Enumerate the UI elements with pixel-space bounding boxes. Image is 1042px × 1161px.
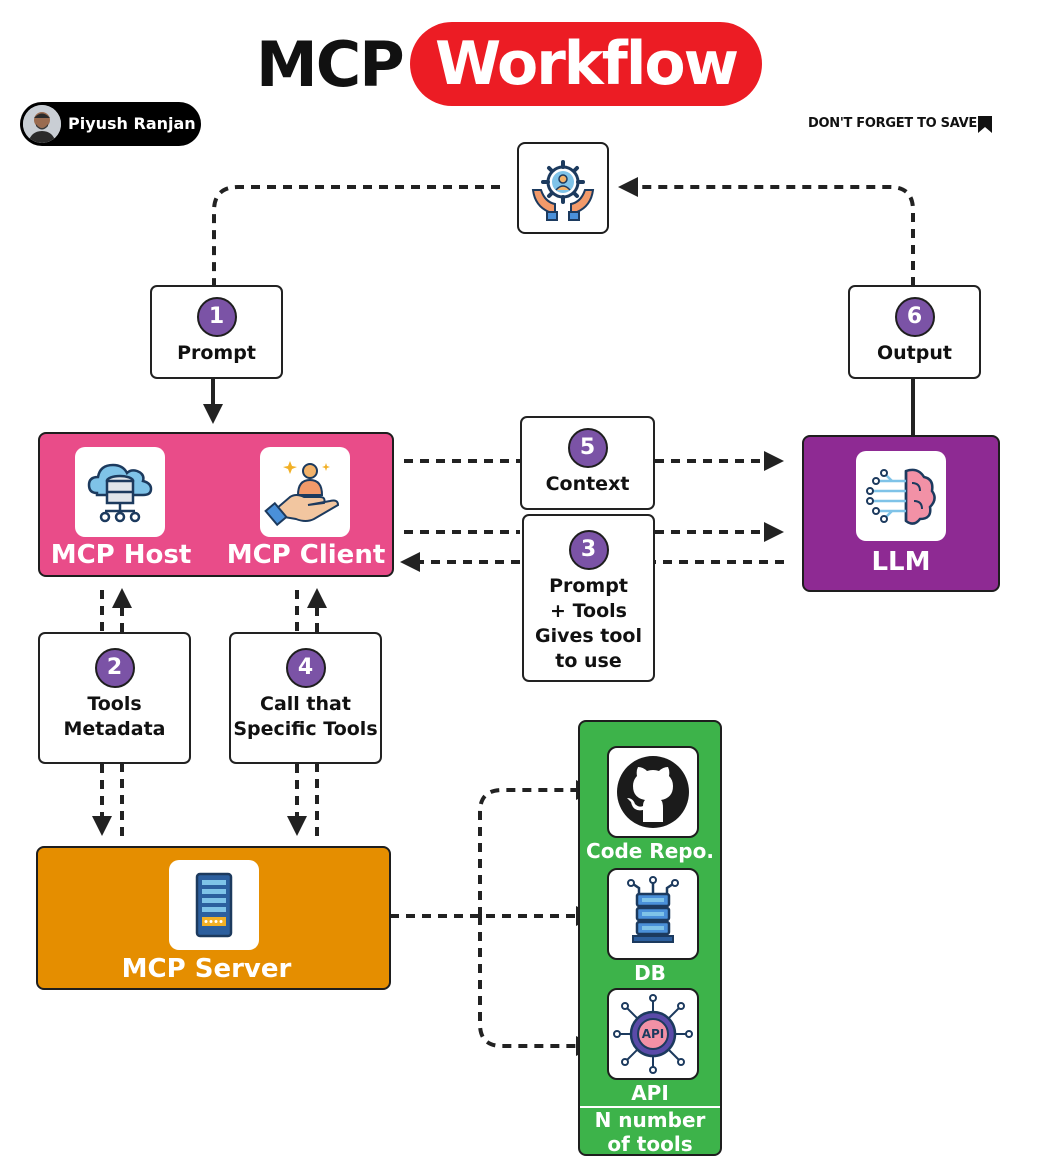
mcp-server-label: MCP Server [121, 954, 292, 984]
step-output: 6 Output [848, 285, 981, 379]
mcp-host-tile [75, 447, 165, 537]
mcp-server-panel: MCP Server [36, 846, 391, 990]
connector-server-to-repo [478, 780, 596, 916]
step-number-6: 6 [894, 297, 935, 337]
step-label-3: Prompt + Tools Gives tool to use [534, 575, 642, 672]
title-mcp: MCP [256, 28, 405, 101]
author-name: Piyush Ranjan [68, 114, 196, 133]
save-note: DON'T FORGET TO SAVE [808, 116, 977, 131]
connector-output-to-user [618, 177, 915, 286]
connector-user-to-prompt [212, 185, 500, 286]
mcp-host-client-panel: MCP Host MCP Client [38, 432, 394, 577]
llm-tile [856, 451, 946, 541]
api-gear-icon [613, 994, 693, 1074]
step-tools-metadata: 2 Tools Metadata [38, 632, 191, 764]
api-tile: API [607, 988, 699, 1080]
author-badge[interactable]: Piyush Ranjan [20, 102, 201, 146]
step-prompt: 1 Prompt [150, 285, 283, 379]
step-call-tools: 4 Call that Specific Tools [229, 632, 382, 764]
mcp-server-tile [169, 860, 259, 950]
tools-panel: Code Repo. DB [578, 720, 722, 1156]
connector-server-to-api [478, 916, 596, 1056]
step-number-4: 4 [285, 648, 326, 688]
llm-panel: LLM [802, 435, 1000, 592]
tool-label-db: DB [634, 961, 666, 985]
step-label-1: Prompt [177, 342, 256, 364]
tool-label-code-repo: Code Repo. [586, 839, 714, 863]
mcp-client-tile [260, 447, 350, 537]
step-label-6: Output [877, 342, 952, 364]
db-tile [607, 868, 699, 960]
step-number-1: 1 [196, 297, 237, 337]
step-prompt-tools: 3 Prompt + Tools Gives tool to use [522, 514, 655, 682]
step-label-4: Call that Specific Tools [233, 693, 378, 740]
llm-label: LLM [871, 547, 931, 577]
database-icon [627, 876, 679, 943]
step-label-5: Context [545, 473, 630, 495]
hands-gear-icon [531, 160, 595, 221]
user-tile [517, 142, 609, 234]
api-badge-text: API [641, 1027, 665, 1041]
step-number-2: 2 [94, 648, 135, 688]
step-label-2: Tools Metadata [63, 693, 166, 740]
step-number-3: 3 [568, 530, 609, 570]
avatar [23, 105, 61, 143]
tools-footer: N number of tools [594, 1108, 706, 1156]
tools-divider [580, 1106, 720, 1108]
ai-brain-icon [866, 468, 936, 525]
code-repo-tile [607, 746, 699, 838]
title-workflow: Workflow [410, 22, 762, 106]
github-icon [617, 756, 689, 828]
hand-user-icon [264, 461, 340, 527]
mcp-host-label: MCP Host [50, 540, 192, 570]
server-rack-icon [195, 872, 233, 938]
tool-label-api: API [631, 1081, 669, 1105]
cloud-database-icon [87, 463, 153, 523]
mcp-client-label: MCP Client [226, 540, 386, 570]
bookmark-icon[interactable] [978, 116, 992, 133]
step-context: 5 Context [520, 416, 655, 510]
step-number-5: 5 [567, 428, 608, 468]
